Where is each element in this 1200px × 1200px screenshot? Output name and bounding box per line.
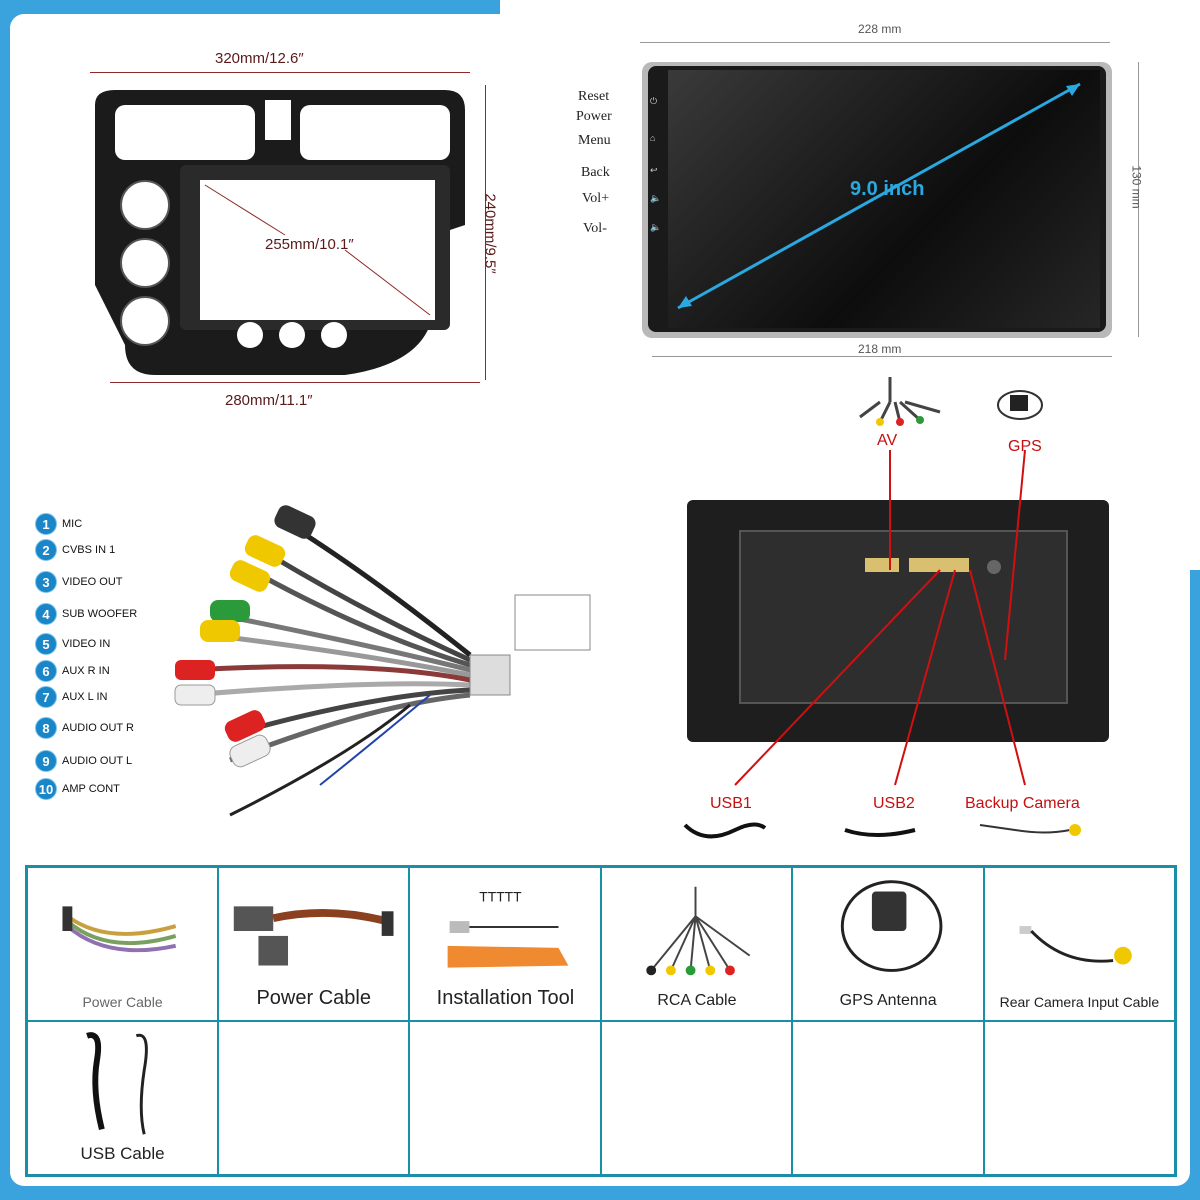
empty-cell [408,1020,603,1177]
legend-label: AUX R IN [62,665,110,677]
number-badge: 6 [35,660,57,682]
dash-frame-image [95,90,465,375]
legend-item: 1 MIC [35,513,82,535]
dimension-line [652,356,1112,357]
legend-item: 5 VIDEO IN [35,633,110,655]
dimension-line [640,42,1110,43]
accessory-label: RCA Cable [657,992,737,1009]
button-label-vol-down: Vol- [583,221,607,236]
dimension-line [110,382,480,383]
port-label-usb2: USB2 [873,795,915,812]
number-badge: 10 [35,778,57,800]
diagonal-arrow [677,82,1081,310]
accessory-label: USB Cable [80,1144,165,1163]
accessory-cell: Power Cable [217,865,411,1022]
rca-harness-image [174,505,591,817]
accessory-label: Installation Tool [436,987,575,1009]
number-badge: 1 [35,513,57,535]
callout-lines [734,449,1026,786]
legend-label: AUDIO OUT L [62,755,133,767]
accessory-cell: RCA Cable [600,865,794,1022]
legend-item: 10 AMP CONT [35,778,120,800]
screen-diagonal: 9.0 inch [850,178,925,200]
legend-item: 2 CVBS IN 1 [35,539,115,561]
number-badge: 9 [35,750,57,772]
legend-label: VIDEO IN [62,638,111,650]
legend-item: 9 AUDIO OUT L [35,750,132,772]
accessory-label: Power Cable [82,994,163,1010]
dimension-line [90,72,470,73]
frame-top-width: 320mm/12.6″ [215,50,304,67]
installation-tool-image: TTTTT [447,888,569,968]
legend-item: 4 SUB WOOFER [35,603,137,625]
frame-height: 240mm/9.5″ [481,193,499,274]
power-icon: ⏻ [650,96,658,106]
accessory-label: GPS Antenna [839,992,937,1009]
button-label-back: Back [581,165,610,180]
empty-cell [217,1020,411,1177]
accessory-cell: Power Cable [25,865,220,1022]
screen-height: 130 mm [1129,165,1144,209]
legend-item: 3 VIDEO OUT [35,571,123,593]
button-label-menu: Menu [578,133,611,148]
button-label-reset: Reset [578,89,610,104]
gps-module-image [997,390,1043,420]
number-badge: 8 [35,717,57,739]
empty-cell [600,1020,794,1177]
legend-label: SUB WOOFER [62,608,138,620]
volume-down-icon: 🔈 [650,222,662,232]
power-cable-image [62,906,177,953]
frame-bottom-width: 280mm/11.1″ [225,392,313,409]
legend-item: 8 AUDIO OUT R [35,717,134,739]
rear-camera-cable-image [1019,926,1132,965]
screen-width-top: 228 mm [858,22,902,36]
dimension-line [485,85,486,380]
legend-label: CVBS IN 1 [62,544,116,556]
legend-label: AUDIO OUT R [62,722,134,734]
number-badge: 2 [35,539,57,561]
rca-cable-image [646,886,751,976]
head-unit-rear [687,500,1109,742]
legend-label: MIC [62,518,83,530]
empty-cell [791,1020,985,1177]
screen-width-bottom: 218 mm [858,342,902,356]
home-icon: ⌂ [650,133,656,143]
accessory-cell: USB Cable [25,1020,220,1177]
accessory-cell: TTTTT Installation Tool [408,865,603,1022]
legend-label: VIDEO OUT [62,576,123,588]
usb-cable-images [683,822,1081,839]
dimension-line [1138,62,1139,337]
number-badge: 7 [35,686,57,708]
usb-cable-image [86,1032,148,1135]
legend-item: 7 AUX L IN [35,686,107,708]
back-icon: ↩ [650,165,658,175]
accessories-table: Power Cable Power Cable TTTTT Installati… [25,865,1177,1177]
port-label-backup-camera: Backup Camera [965,795,1080,812]
screen-opening-size: 255mm/10.1″ [265,236,354,253]
accessory-cell: GPS Antenna [791,865,985,1022]
accessory-label: Rear Camera Input Cable [999,994,1160,1010]
button-label-power: Power [576,109,612,124]
legend-item: 6 AUX R IN [35,660,110,682]
number-badge: 4 [35,603,57,625]
port-label-av: AV [877,432,898,449]
accessory-label: Power Cable [256,987,371,1009]
port-label-usb1: USB1 [710,795,752,812]
legend-label: AUX L IN [62,691,108,703]
button-label-vol-up: Vol+ [582,191,610,206]
number-badge: 5 [35,633,57,655]
gps-antenna-image [841,880,943,972]
accessory-cell: Rear Camera Input Cable [982,865,1177,1022]
port-label-gps: GPS [1008,438,1042,455]
svg-text:TTTTT: TTTTT [480,888,523,904]
empty-cell [982,1020,1177,1177]
volume-up-icon: 🔈 [650,193,662,203]
legend-label: AMP CONT [62,783,120,795]
power-cable-adapter-image [233,906,394,966]
number-badge: 3 [35,571,57,593]
av-cable-image [859,377,941,426]
